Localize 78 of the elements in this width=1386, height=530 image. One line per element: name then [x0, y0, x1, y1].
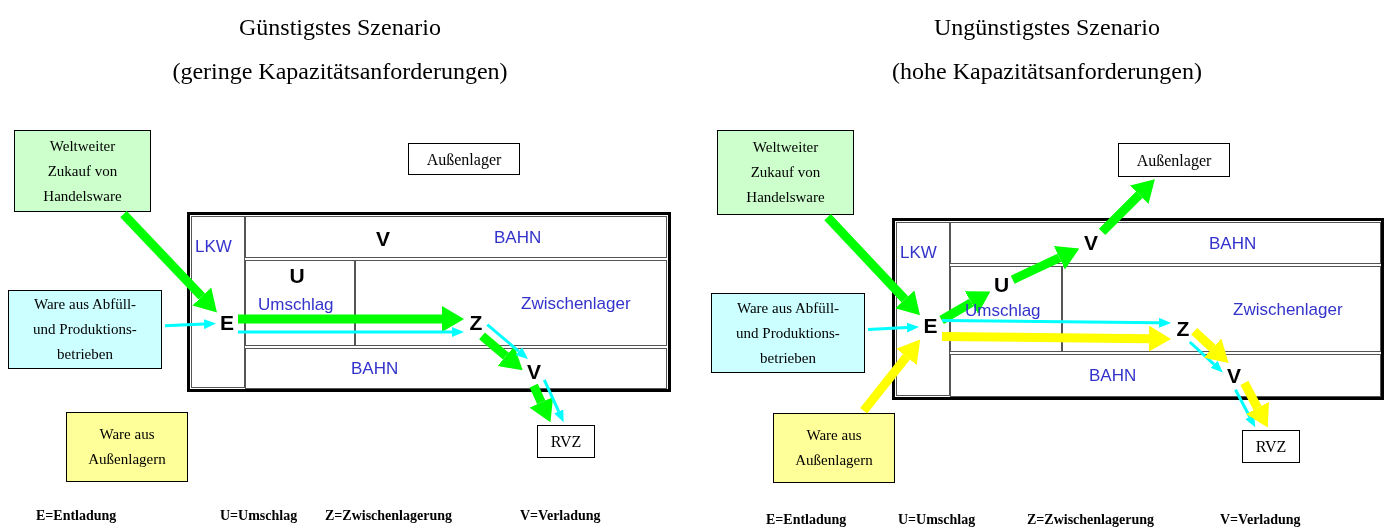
zone-label: Umschlag — [965, 301, 1041, 321]
site-frame — [892, 218, 1384, 400]
stage-letter: V — [1225, 365, 1243, 387]
box-label: RVZ — [550, 432, 582, 452]
box-label: Ware aus Abfüll- und Produktions- betrieben — [32, 295, 138, 364]
source-box — [717, 130, 854, 215]
box-label: Weltweiter Zukauf von Handelsware — [42, 136, 123, 206]
key-text: E=Entladung — [36, 508, 117, 524]
arrow — [486, 323, 528, 360]
arrow — [164, 319, 216, 330]
stage-letter: U — [289, 265, 305, 287]
site-frame — [187, 212, 671, 392]
key-text: U=Umschlag — [898, 512, 976, 528]
key-text: Z=Zwischenlagerung — [1027, 512, 1154, 528]
source-box — [8, 290, 162, 369]
stage-letter: Z — [467, 312, 485, 334]
arrow — [867, 322, 919, 333]
panel-heading: Günstigstes Szenario — [239, 14, 441, 41]
source-box — [773, 413, 895, 483]
zone-label: Umschlag — [258, 295, 334, 315]
zone-label: LKW — [900, 243, 937, 263]
stage-letter: Z — [1174, 318, 1192, 340]
arrow — [542, 379, 564, 423]
arrow — [942, 317, 1171, 328]
destination-box — [1242, 430, 1300, 463]
panel-heading: Ungünstigstes Szenario — [934, 14, 1160, 41]
storage-box — [1118, 143, 1230, 177]
stage-letter: V — [374, 228, 392, 250]
zone-label: Zwischenlager — [1233, 300, 1343, 320]
stage-letter: V — [525, 361, 543, 383]
key-text: U=Umschlag — [220, 508, 298, 524]
storage-box — [408, 143, 520, 175]
stage-letter: U — [993, 274, 1010, 296]
source-box — [14, 130, 151, 212]
box-label: Ware aus Außenlagern — [795, 426, 873, 470]
panel-heading: (hohe Kapazitätsanforderungen) — [892, 58, 1202, 85]
arrow — [1191, 327, 1229, 364]
arrow — [120, 211, 217, 313]
box-label: Außenlager — [426, 149, 502, 171]
zone-label: BAHN — [351, 359, 399, 379]
stage-letter: V — [1082, 232, 1100, 254]
stage-letter: E — [922, 315, 939, 338]
destination-box — [537, 425, 595, 458]
arrow — [824, 214, 920, 316]
arrow — [939, 291, 991, 324]
box-label: Ware aus Abfüll- und Produktions- betrieben — [735, 298, 841, 368]
zone-label: BAHN — [1209, 234, 1257, 254]
key-text: E=Entladung — [766, 512, 847, 528]
source-box — [66, 412, 188, 482]
box-label: RVZ — [1255, 437, 1287, 457]
zone-cell — [191, 216, 245, 388]
zone-label: BAHN — [1089, 366, 1137, 386]
arrow — [238, 306, 464, 332]
panel-heading: (geringe Kapazitätsanforderungen) — [172, 58, 508, 85]
box-label: Ware aus Außenlagern — [88, 425, 166, 469]
arrow — [238, 327, 464, 337]
zone-cell — [950, 354, 1381, 397]
key-text: V=Verladung — [520, 508, 601, 524]
zone-cell — [245, 216, 667, 258]
arrow — [941, 325, 1171, 352]
arrow — [1240, 380, 1269, 428]
stage-letter: E — [219, 312, 235, 334]
zone-label: Zwischenlager — [521, 294, 631, 314]
zone-label: LKW — [195, 237, 232, 257]
zone-cell — [1062, 266, 1381, 352]
box-label: Außenlager — [1136, 150, 1212, 172]
box-label: Weltweiter Zukauf von Handelsware — [745, 138, 826, 207]
source-box — [711, 293, 865, 373]
arrow — [479, 332, 523, 371]
arrow — [1234, 389, 1256, 428]
zone-label: BAHN — [494, 228, 542, 248]
arrow — [529, 383, 554, 423]
zone-cell — [355, 260, 667, 346]
zone-cell — [950, 222, 1381, 264]
key-text: Z=Zwischenlagerung — [325, 508, 452, 524]
key-text: V=Verladung — [1220, 512, 1301, 528]
arrow — [1188, 340, 1223, 373]
zone-cell — [245, 348, 667, 389]
